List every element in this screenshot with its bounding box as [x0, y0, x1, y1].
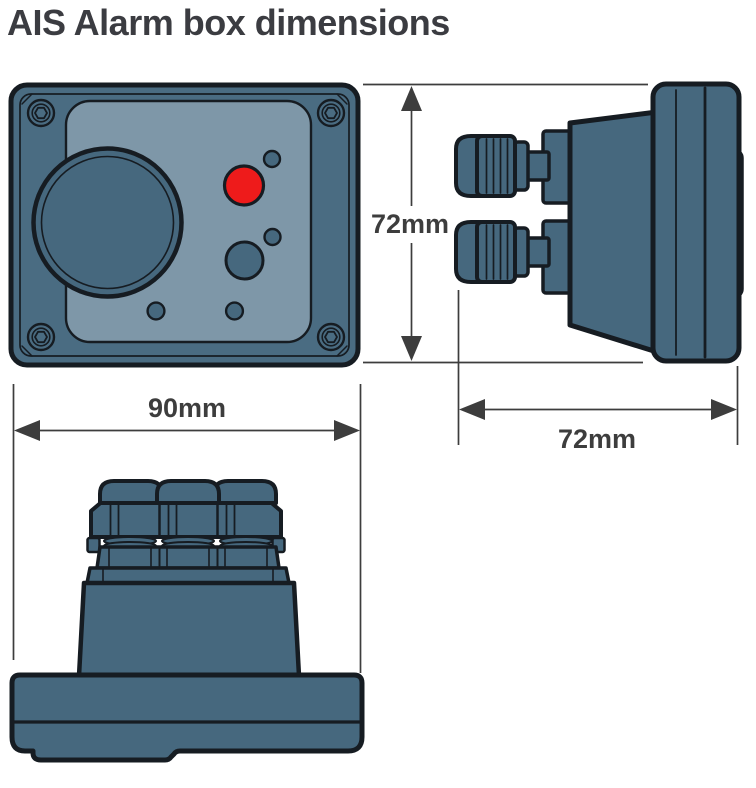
front-flange-bottom	[9, 672, 365, 763]
platform-lines	[102, 568, 274, 583]
front-flange-edge	[650, 81, 742, 364]
front-view	[8, 82, 361, 368]
enclosure-body-bottom	[76, 580, 302, 679]
dimension-width: 90mm	[12, 384, 362, 673]
dimension-label-height: 72mm	[371, 209, 449, 239]
enclosure-lid-seam	[19, 93, 350, 357]
panel-dot	[224, 301, 245, 321]
dimension-depth: 72mm	[457, 290, 739, 454]
dimension-label-width: 90mm	[148, 393, 226, 423]
panel-dot	[146, 301, 166, 321]
cable-gland	[454, 134, 551, 198]
mute-button	[224, 240, 265, 281]
arrowhead-right-icon	[334, 420, 360, 441]
bottom-view	[9, 479, 365, 763]
corner-screw	[26, 98, 56, 128]
arrowhead-down-icon	[401, 336, 422, 361]
red-alarm-button	[222, 164, 266, 207]
page-title: AIS Alarm box dimensions	[7, 2, 450, 43]
gland-nut-band	[89, 498, 283, 539]
sounder-horn-rim	[40, 155, 175, 290]
gland-nut-ribs	[109, 498, 236, 539]
arrowhead-up-icon	[401, 86, 422, 111]
corner-screw	[316, 322, 346, 352]
indicator-led	[263, 227, 282, 247]
gland-cap	[98, 479, 164, 505]
corner-screw	[316, 98, 346, 128]
gland-step-tier	[95, 545, 281, 570]
indicator-led	[262, 149, 282, 169]
arrowhead-left-icon	[459, 399, 485, 420]
gland-cap	[155, 479, 221, 505]
dimension-label-depth: 72mm	[558, 424, 636, 454]
gland-edge-tab	[86, 536, 101, 554]
cable-gland	[454, 220, 551, 284]
enclosure-body-side	[567, 109, 660, 355]
arrowhead-left-icon	[14, 420, 40, 441]
corner-chamfer-lines	[21, 93, 348, 357]
gland-cap	[212, 479, 278, 505]
step-tier-lines	[108, 547, 268, 568]
corner-screw	[26, 322, 56, 352]
flange-seam-lines	[675, 86, 707, 359]
dimension-height: 72mm	[363, 83, 648, 364]
sounder-horn	[31, 146, 184, 299]
side-view	[454, 81, 744, 364]
arrowhead-right-icon	[711, 399, 737, 420]
